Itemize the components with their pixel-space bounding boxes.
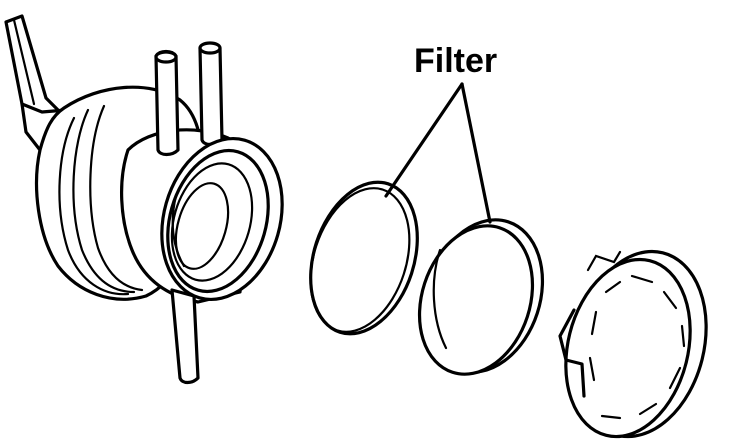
filter-disc-thin xyxy=(309,180,419,336)
end-cap xyxy=(558,249,708,439)
filter-label: Filter xyxy=(414,42,498,80)
housing xyxy=(4,14,284,385)
filter-leader-lines xyxy=(384,82,492,224)
filter-disc-thick xyxy=(417,218,545,376)
